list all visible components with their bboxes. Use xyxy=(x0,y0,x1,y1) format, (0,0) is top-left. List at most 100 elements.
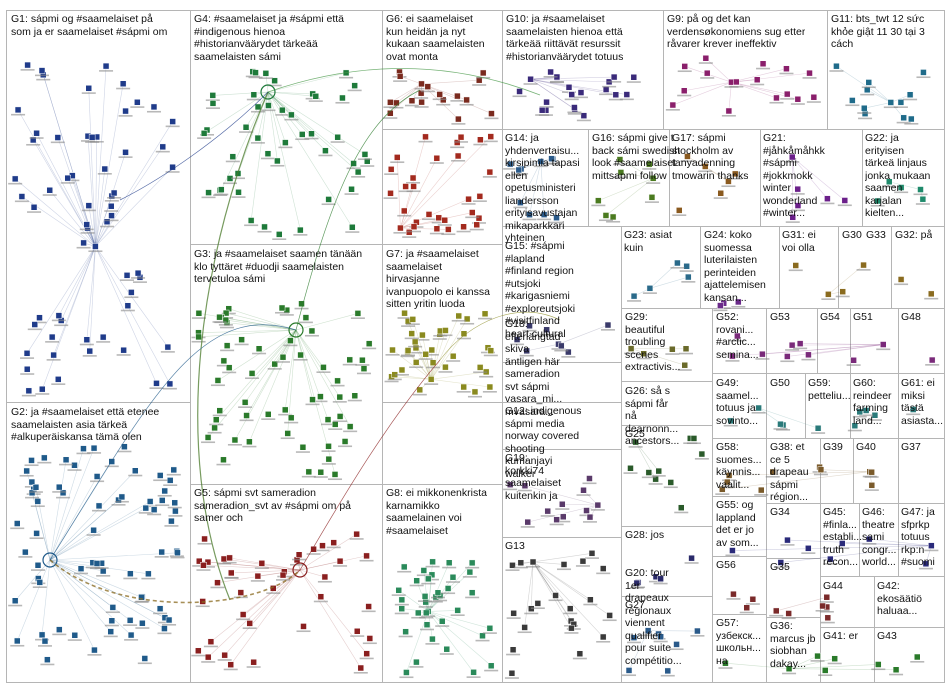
graph-node xyxy=(170,466,178,474)
graph-node xyxy=(349,224,356,231)
node-handle-mark xyxy=(420,90,435,93)
node-handle-mark xyxy=(858,117,873,120)
node-handle-mark xyxy=(278,146,293,149)
graph-node xyxy=(14,637,21,645)
node-handle-mark xyxy=(242,627,257,630)
node-handle-mark xyxy=(305,403,320,406)
node-handle-mark xyxy=(773,428,788,430)
node-handle-mark xyxy=(155,504,170,507)
graph-node xyxy=(334,133,341,141)
node-handle-mark xyxy=(484,117,499,120)
node-handle-mark xyxy=(564,98,579,101)
graph-node xyxy=(794,185,801,193)
node-handle-mark xyxy=(384,380,399,383)
node-handle-mark xyxy=(561,356,576,358)
graph-node xyxy=(476,193,484,200)
graph-node xyxy=(617,169,625,176)
graph-node xyxy=(59,489,67,497)
node-handle-mark xyxy=(889,673,904,676)
node-handle-mark xyxy=(473,143,488,146)
graph-node xyxy=(322,147,329,154)
node-handle-mark xyxy=(321,423,336,426)
graph-node xyxy=(466,568,474,576)
node-handle-mark xyxy=(383,117,398,119)
graph-node xyxy=(161,487,168,495)
graph-node xyxy=(434,589,442,597)
graph-node xyxy=(274,157,281,165)
node-handle-mark xyxy=(191,654,206,657)
hub-node xyxy=(288,322,304,338)
graph-node xyxy=(200,561,207,569)
node-handle-mark xyxy=(435,625,450,627)
graph-node xyxy=(227,661,234,668)
graph-node xyxy=(38,67,46,74)
inter-group-edge xyxy=(119,91,269,201)
node-handle-mark xyxy=(153,479,168,482)
node-handle-mark xyxy=(540,515,555,517)
graph-node xyxy=(588,550,596,557)
graph-node xyxy=(169,118,176,125)
node-handle-mark xyxy=(856,269,871,271)
graph-node xyxy=(214,579,221,586)
graph-node xyxy=(223,342,231,349)
node-handle-mark xyxy=(785,349,800,351)
node-handle-mark xyxy=(523,83,538,85)
group-panel xyxy=(621,381,713,426)
graph-node xyxy=(825,291,832,298)
graph-node xyxy=(145,570,152,578)
node-handle-mark xyxy=(275,361,290,363)
node-handle-mark xyxy=(564,632,579,634)
graph-node xyxy=(788,153,796,161)
cluster-edges xyxy=(758,407,819,429)
node-handle-mark xyxy=(10,644,25,647)
graph-node xyxy=(506,481,514,488)
group-panel xyxy=(382,129,503,245)
graph-node xyxy=(357,664,365,672)
node-handle-mark xyxy=(207,431,222,434)
graph-node xyxy=(785,665,793,672)
graph-node xyxy=(594,501,602,509)
graph-node xyxy=(595,197,602,204)
group-panel xyxy=(853,438,899,504)
node-handle-mark xyxy=(451,319,466,322)
graph-node xyxy=(486,168,494,176)
graph-node xyxy=(513,336,521,343)
node-handle-mark xyxy=(582,482,597,485)
graph-node xyxy=(558,342,565,350)
node-handle-mark xyxy=(398,190,413,193)
node-handle-mark xyxy=(725,360,740,362)
graph-node xyxy=(171,499,178,507)
node-handle-mark xyxy=(104,210,119,212)
graph-node xyxy=(34,498,42,505)
node-handle-mark xyxy=(582,521,597,523)
node-handle-mark xyxy=(715,493,730,495)
graph-node xyxy=(568,91,575,98)
graph-node xyxy=(568,624,575,632)
graph-node xyxy=(602,212,610,219)
graph-node xyxy=(676,207,683,214)
node-handle-mark xyxy=(730,340,745,342)
graph-node xyxy=(204,434,212,441)
graph-node xyxy=(404,347,412,354)
graph-node xyxy=(138,593,145,601)
node-handle-mark xyxy=(769,614,784,617)
node-handle-mark xyxy=(445,581,460,583)
node-handle-mark xyxy=(549,523,564,526)
graph-node xyxy=(159,143,167,151)
node-handle-mark xyxy=(819,601,834,603)
node-handle-mark xyxy=(212,321,227,323)
node-handle-mark xyxy=(539,333,554,336)
node-handle-mark xyxy=(544,162,559,165)
group-panel xyxy=(712,556,767,615)
node-handle-mark xyxy=(313,476,328,478)
node-handle-mark xyxy=(210,586,225,589)
node-handle-mark xyxy=(30,505,45,508)
graph-node xyxy=(648,194,656,201)
graph-node xyxy=(108,212,115,219)
node-handle-mark xyxy=(590,509,605,511)
graph-node xyxy=(669,101,677,109)
graph-node xyxy=(410,223,418,230)
node-handle-mark xyxy=(431,221,446,224)
node-handle-mark xyxy=(146,110,161,113)
graph-node xyxy=(908,115,915,123)
